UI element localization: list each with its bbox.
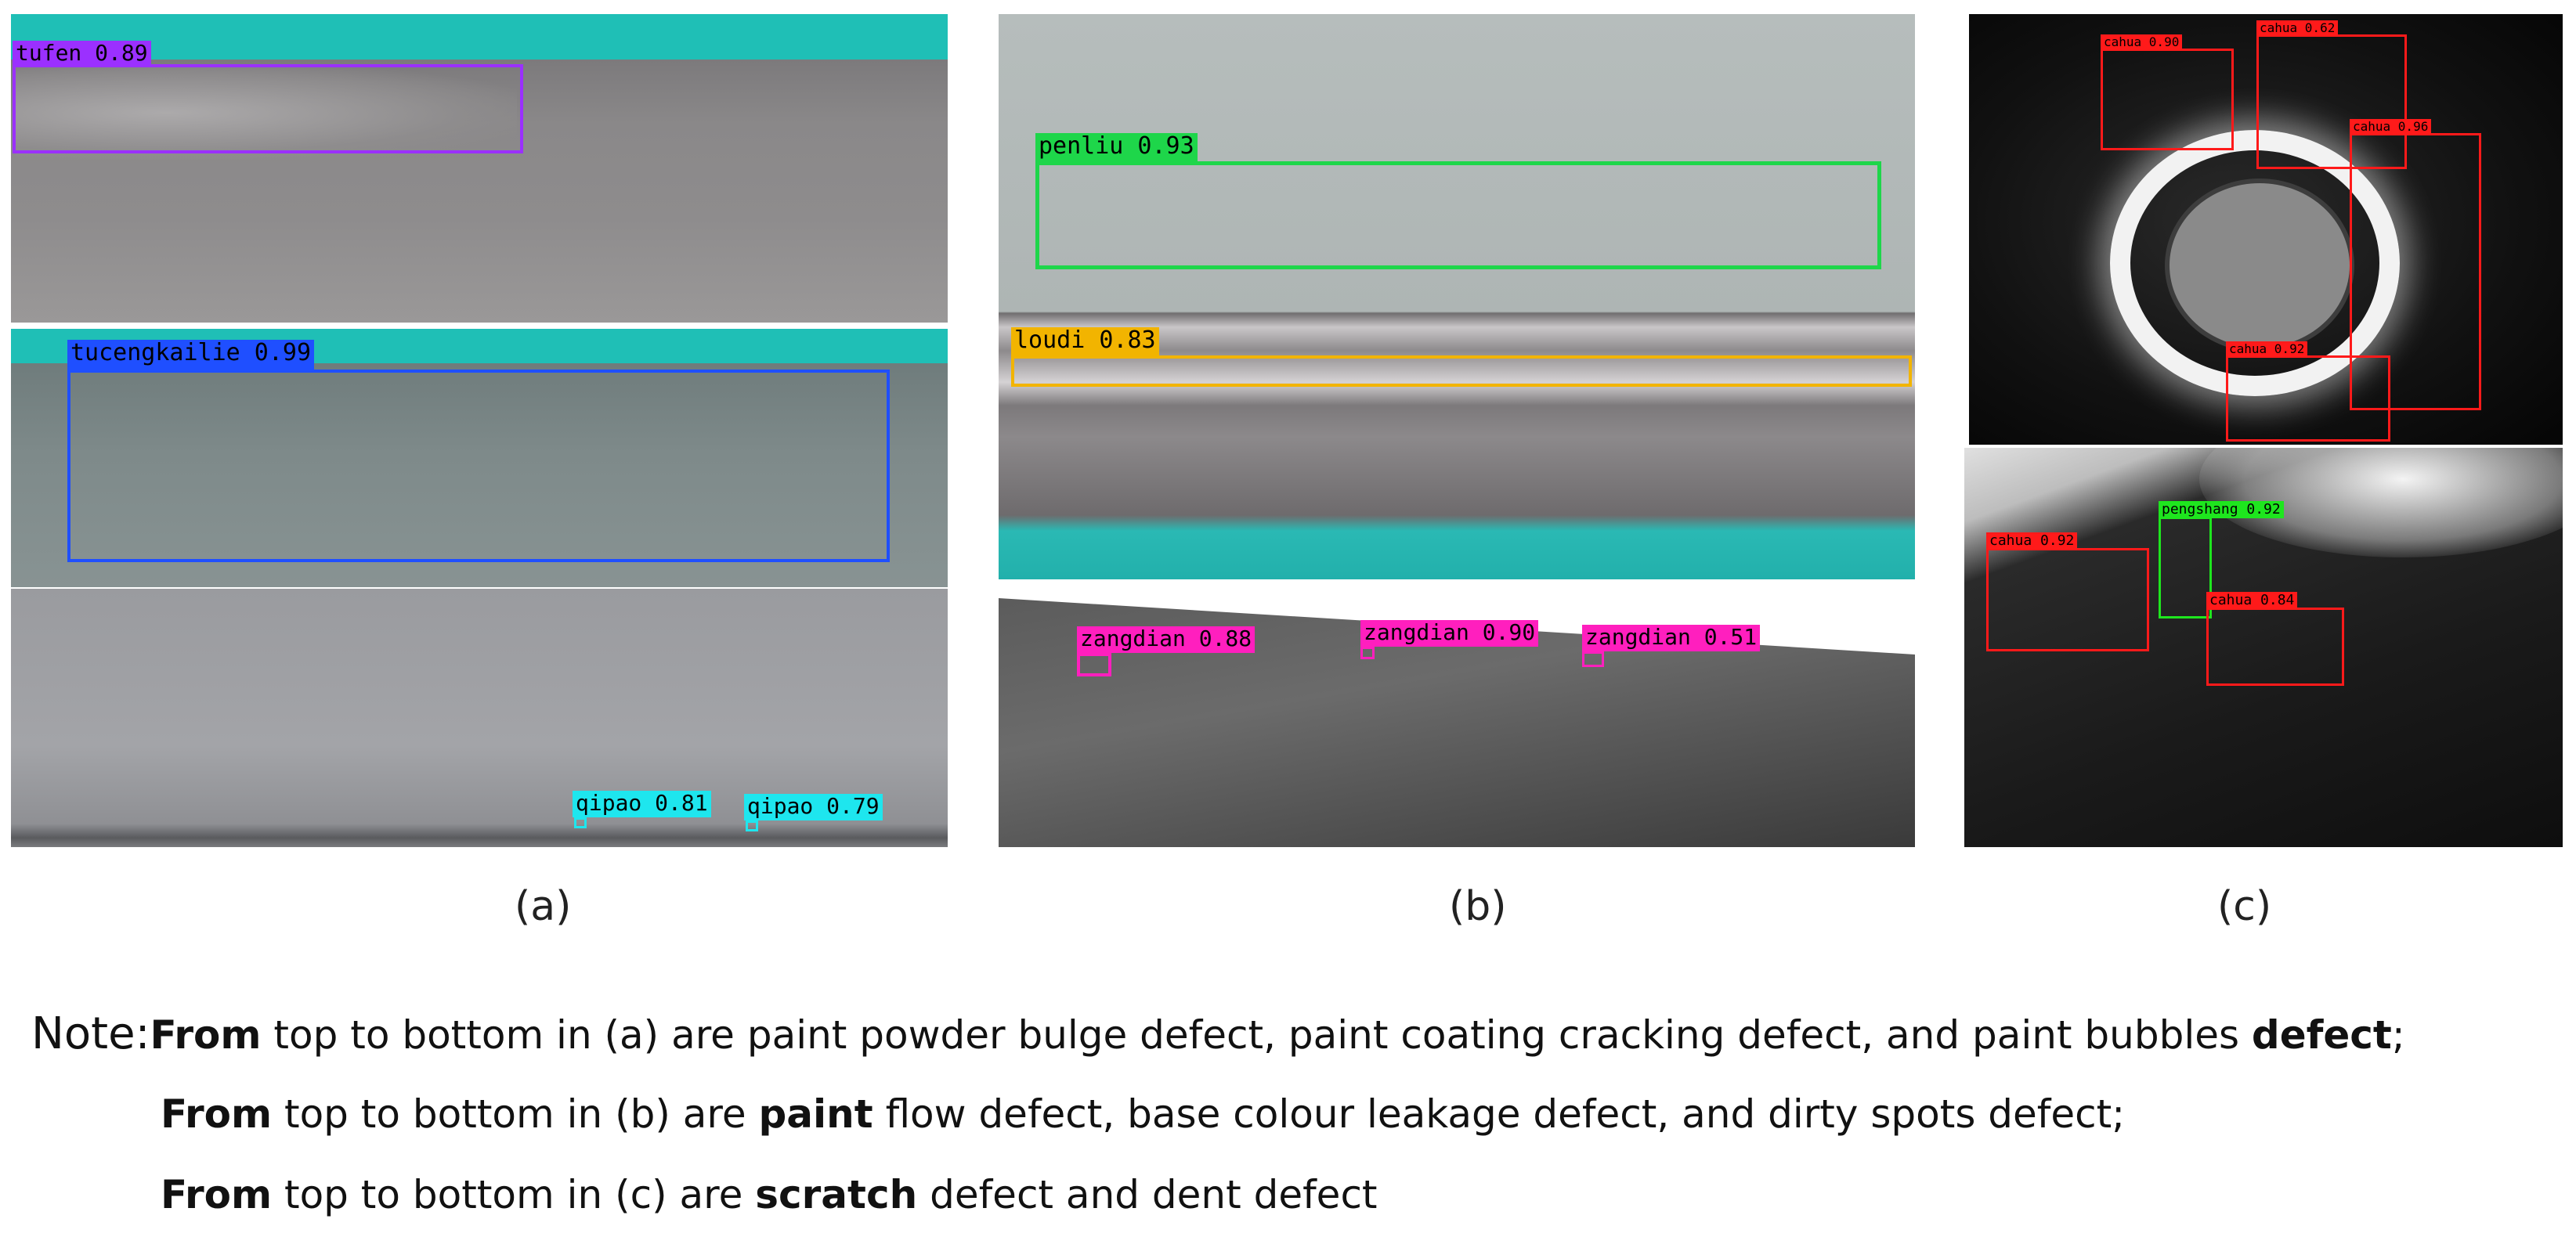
detection-box-tufen — [13, 64, 523, 153]
note-line2-paint: paint — [758, 1091, 873, 1137]
note-line-1: Note:From top to bottom in (a) are paint… — [31, 1008, 2405, 1059]
detection-box-cahua-1 — [2101, 49, 2234, 150]
note-line2-from: From — [161, 1091, 273, 1137]
note-line1-text: top to bottom in (a) are paint powder bu… — [261, 1012, 2252, 1058]
detection-box-zangdian-3 — [1582, 651, 1604, 667]
caption-c: (c) — [2217, 883, 2272, 930]
caption-a: (a) — [515, 883, 572, 930]
detection-label-qipao-1: qipao 0.81 — [573, 791, 711, 817]
detection-label-zangdian-3: zangdian 0.51 — [1582, 625, 1761, 651]
panel-a2: tucengkailie 0.99 — [11, 329, 948, 587]
note-line2-text-b: flow defect, base colour leakage defect,… — [873, 1091, 2126, 1137]
detection-box-cahua-4 — [2226, 355, 2390, 442]
note-line1-from: From — [150, 1012, 262, 1058]
note-line1-end: ; — [2391, 1012, 2405, 1058]
note-line2-text-a: top to bottom in (b) are — [272, 1091, 759, 1137]
note-line3-text-a: top to bottom in (c) are — [272, 1172, 756, 1217]
detection-label-cahua-1: cahua 0.90 — [2101, 34, 2183, 50]
detection-label-zangdian-2: zangdian 0.90 — [1360, 620, 1539, 647]
panel-b1: penliu 0.93 loudi 0.83 — [999, 14, 1915, 579]
detection-label-cahua-6: cahua 0.84 — [2206, 592, 2298, 609]
defect-texture — [16, 66, 517, 160]
detection-label-pengshang: pengshang 0.92 — [2159, 501, 2284, 518]
detection-box-loudi — [1011, 355, 1912, 387]
detection-label-cahua-5: cahua 0.92 — [1986, 532, 2078, 550]
note-line-3: From top to bottom in (c) are scratch de… — [161, 1172, 1378, 1217]
detection-label-cahua-4: cahua 0.92 — [2226, 341, 2308, 357]
detection-box-zangdian-2 — [1360, 647, 1375, 659]
panel-c2: cahua 0.92 pengshang 0.92 cahua 0.84 — [1964, 448, 2563, 847]
detection-box-zangdian-1 — [1077, 653, 1111, 676]
note-line3-scratch: scratch — [755, 1172, 918, 1217]
detection-label-cahua-2: cahua 0.62 — [2256, 20, 2339, 36]
detection-box-cahua-5 — [1986, 548, 2149, 651]
panel-c1: cahua 0.90 cahua 0.62 cahua 0.96 cahua 0… — [1969, 14, 2563, 445]
detection-box-cahua-6 — [2206, 608, 2344, 686]
detection-label-penliu: penliu 0.93 — [1035, 133, 1198, 163]
panel-a1: tufen 0.89 — [11, 14, 948, 323]
note-line-2: From top to bottom in (b) are paint flow… — [161, 1091, 2125, 1137]
detection-box-qipao-1 — [574, 817, 587, 828]
detection-label-tufen: tufen 0.89 — [13, 41, 151, 66]
note-prefix: Note: — [31, 1008, 150, 1059]
note-line3-text-b: defect and dent defect — [917, 1172, 1378, 1217]
detection-label-qipao-2: qipao 0.79 — [744, 794, 883, 820]
panel-b2: zangdian 0.88 zangdian 0.90 zangdian 0.5… — [999, 582, 1915, 847]
note-line3-from: From — [161, 1172, 273, 1217]
detection-label-cahua-3: cahua 0.96 — [2350, 119, 2432, 135]
detection-box-tucengkailie — [67, 370, 890, 562]
detection-box-penliu — [1035, 161, 1881, 269]
detection-label-loudi: loudi 0.83 — [1011, 327, 1159, 355]
detection-box-qipao-2 — [746, 820, 758, 831]
panel-a3: qipao 0.81 qipao 0.79 — [11, 589, 948, 847]
detection-label-tucengkailie: tucengkailie 0.99 — [67, 340, 315, 370]
caption-b: (b) — [1449, 883, 1507, 930]
note-line1-defect: defect — [2251, 1012, 2392, 1058]
detection-label-zangdian-1: zangdian 0.88 — [1077, 626, 1255, 653]
inner-disc — [2165, 179, 2354, 352]
detection-box-pengshang — [2159, 517, 2212, 618]
